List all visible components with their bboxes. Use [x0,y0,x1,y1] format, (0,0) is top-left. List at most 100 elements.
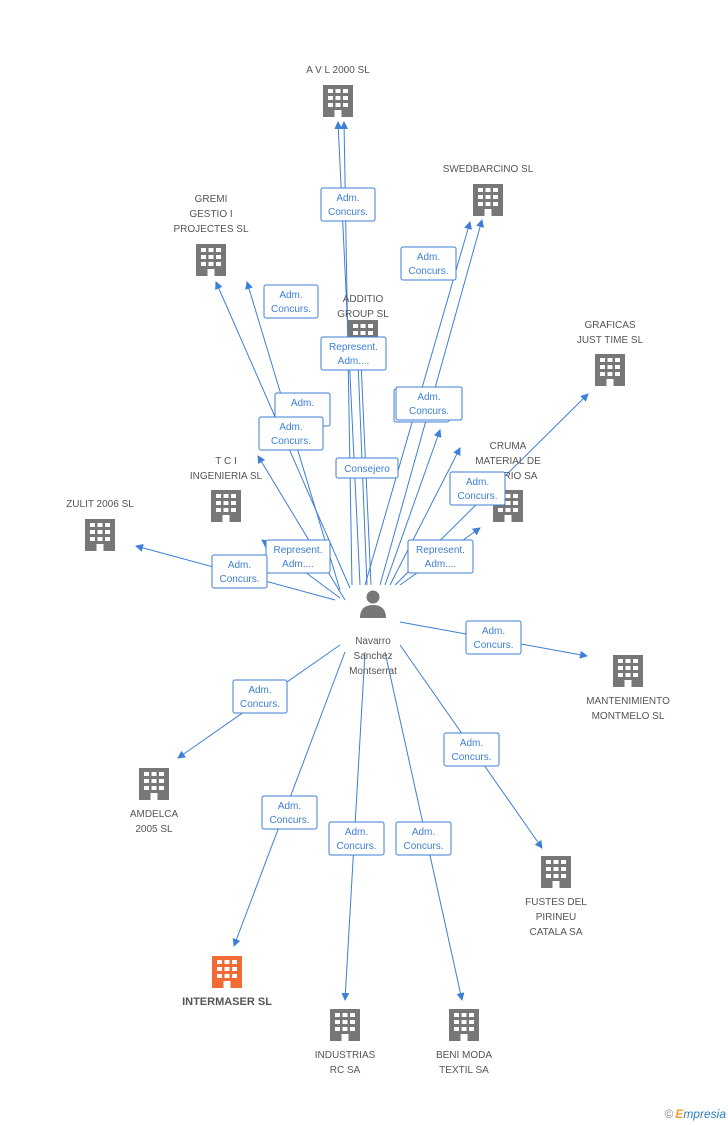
edge-label-text: Adm. [248,685,271,696]
edge-label[interactable]: Adm.Concurs. [261,795,318,830]
edge-label-text: Represent. [416,545,465,556]
company-name-line: PIRINEU [536,912,577,923]
edge-label[interactable]: Adm.Concurs. [258,416,324,451]
building-icon [196,244,226,276]
company-node-intermaser[interactable]: INTERMASER SL [182,956,272,1008]
edge-label-text: Adm. [482,626,505,637]
node-layer: A V L 2000 SL SWEDBARCINO SL GREMI GESTIO I… [66,65,670,1076]
edge-label[interactable]: Adm. Concurs. [400,246,457,281]
company-name-line: BENI MODA [436,1050,492,1061]
company-node-gremi[interactable]: GREMI GESTIO I PROJECTES SL [173,194,249,276]
company-name-line: RC SA [330,1065,361,1076]
edge-label[interactable]: Adm.Concurs. [443,732,500,767]
edge-label-text: Adm. [466,477,489,488]
edge-line [257,455,346,601]
edge-label[interactable]: Adm. Concurs. [395,821,452,856]
person-name-line: Sanchez [354,651,393,662]
edge-label-text: Adm. [412,827,435,838]
building-icon-highlight [212,956,242,988]
edge-label-box [320,187,376,222]
company-name-line: T C I [215,456,236,467]
company-name-line: GREMI [195,194,228,205]
company-node-swedbarcino[interactable]: SWEDBARCINO SL [443,164,534,216]
company-name-line: INGENIERIA SL [190,471,263,482]
edge-label-text: Concurs. [451,752,491,763]
logo-text: mpresia [683,1107,726,1121]
company-name-line: CRUMA [490,441,527,452]
company-name-line: INTERMASER SL [182,996,272,1008]
edge-label-text: Adm. [278,801,301,812]
edge-label-text: Represent. [329,342,378,353]
building-icon [449,1009,479,1041]
edge-label[interactable]: Represent. Adm.... [265,539,331,574]
edge-label-text: Adm. [228,560,251,571]
edge-label[interactable]: Represent.Adm.... [407,539,474,574]
edge-label-layer: Adm. Concurs. Adm. Concurs. Adm. Concurs. Repr… [211,187,522,856]
edge-label-text: Concurs. [328,207,368,218]
edge-label-text: Adm.... [338,356,370,367]
company-name-line: A V L 2000 SL [306,65,370,76]
edge-label[interactable]: Represent. Adm.... [320,336,387,371]
building-icon [473,184,503,216]
edge-label-text: Adm. [291,398,314,409]
company-name-line: PROJECTES SL [173,224,248,235]
edge-label-text: Adm. [279,422,302,433]
edge-label-box [211,554,268,589]
company-node-avl[interactable]: A V L 2000 SL [306,65,370,117]
edge-label[interactable]: Adm.Concurs. [232,679,288,714]
edge-label-text: Concurs. [336,841,376,852]
edge-label-text: Concurs. [408,266,448,277]
company-node-zulit[interactable]: ZULIT 2006 SL [66,499,134,551]
edge-label-text: Consejero [344,464,390,475]
company-name-line: GROUP SL [337,309,389,320]
edge-label-text: Concurs. [473,640,513,651]
edge-label[interactable]: Consejero [335,457,399,479]
edge-label-text: Concurs. [403,841,443,852]
edge-label-box [407,539,474,574]
company-name-line: CATALA SA [530,927,583,938]
edge-label-text: Adm. [417,392,440,403]
edge-line [384,429,442,586]
edge-label[interactable]: Adm.Concurs. [263,284,319,319]
building-icon [613,655,643,687]
edge-label-text: Represent. [274,545,323,556]
copyright-symbol: © [664,1107,674,1121]
edge-label[interactable]: Adm. Concurs. [211,554,268,589]
company-node-tci[interactable]: T C I INGENIERIA SL [190,456,263,522]
building-icon [595,354,625,386]
edge-label-text: Adm. [417,252,440,263]
company-node-industrias[interactable]: INDUSTRIAS RC SA [315,1009,376,1076]
company-name-line: GESTIO I [189,209,232,220]
edge-label-text: Concurs. [219,574,259,585]
edge-label[interactable]: Adm.Concurs. [320,187,376,222]
company-node-fustes[interactable]: FUSTES DEL PIRINEU CATALA SA [525,856,587,938]
edge-label-box [465,620,522,655]
person-icon [360,590,386,618]
edge-label-box [443,732,500,767]
edge-label-text: Adm.... [282,559,314,570]
edge-label[interactable]: Adm.Concurs. [395,386,463,421]
company-name-line: FUSTES DEL [525,897,587,908]
company-name-line: MATERIAL DE [475,456,541,467]
edge-label[interactable]: Adm.Concurs. [449,471,506,506]
edge-label[interactable]: Adm.Concurs. [328,821,385,856]
logo-initial: E [675,1107,684,1121]
company-name-line: INDUSTRIAS [315,1050,376,1061]
edge-label-box [395,821,452,856]
building-icon [211,490,241,522]
edge-label-box [400,246,457,281]
edge-label-text: Adm. [279,290,302,301]
person-name-line: Montserrat [349,666,397,677]
person-name-line: Navarro [355,636,391,647]
building-icon [330,1009,360,1041]
edge-label-box [320,336,387,371]
edge-label[interactable]: Adm. Concurs. [465,620,522,655]
